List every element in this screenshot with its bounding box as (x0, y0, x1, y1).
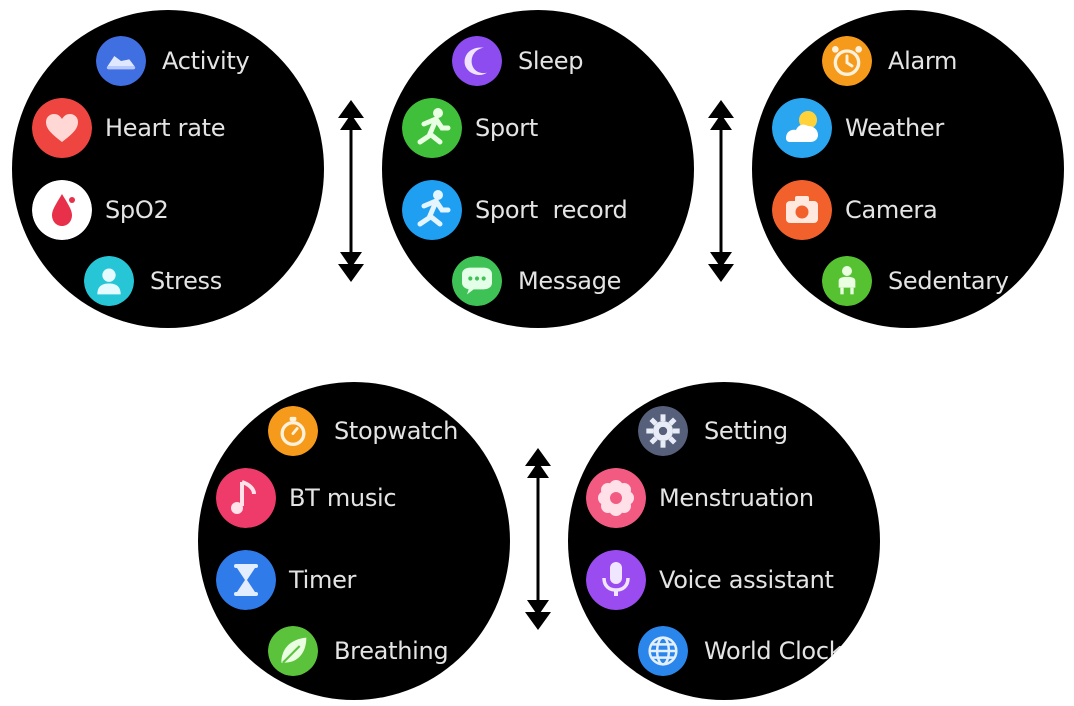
scroll-arrow-3 (523, 446, 553, 632)
alarm-clock-icon (822, 36, 872, 86)
heart-icon (32, 98, 92, 158)
menu-item-label: Setting (704, 417, 788, 445)
menu-item-label: BT music (289, 484, 397, 512)
sun-cloud-icon (772, 98, 832, 158)
runner-record-icon (402, 180, 462, 240)
music-note-icon (216, 468, 276, 528)
camera-icon (772, 180, 832, 240)
menu-item-label: Breathing (334, 637, 449, 665)
menu-item-label: Sleep (518, 47, 584, 75)
menu-item-label: Message (518, 267, 622, 295)
menu-item-label: World Clock (704, 637, 843, 665)
runner-icon (402, 98, 462, 158)
person-icon (84, 256, 134, 306)
stopwatch-icon (268, 406, 318, 456)
menu-item-label: Menstruation (659, 484, 814, 512)
watch-screen-5: Setting Menstruation Voice assistant Wor… (568, 382, 880, 700)
chat-bubble-icon (452, 256, 502, 306)
globe-icon (638, 626, 688, 676)
watch-screen-3: Alarm Weather Camera Sedentary (752, 10, 1064, 328)
watch-screen-1: Activity Heart rate SpO2 Stress (12, 10, 324, 328)
shoe-icon (96, 36, 146, 86)
moon-icon (452, 36, 502, 86)
menu-item-label: Sport record (475, 196, 628, 224)
seated-person-icon (822, 256, 872, 306)
watch-screen-4: Stopwatch BT music Timer Breathing (198, 382, 510, 700)
menu-item-label: Voice assistant (659, 566, 834, 594)
menu-item-label: Sedentary (888, 267, 1009, 295)
menu-item-label: Heart rate (105, 114, 226, 142)
blood-drop-icon (32, 180, 92, 240)
menu-item-label: Timer (289, 566, 357, 594)
menu-item-label: Sport (475, 114, 538, 142)
menu-item-label: Stress (150, 267, 222, 295)
scroll-arrow-2 (706, 98, 736, 284)
menu-item-label: Stopwatch (334, 417, 459, 445)
leaf-icon (268, 626, 318, 676)
hourglass-icon (216, 550, 276, 610)
menu-item-label: Camera (845, 196, 938, 224)
menu-item-label: SpO2 (105, 196, 169, 224)
scroll-arrow-1 (336, 98, 366, 284)
microphone-icon (586, 550, 646, 610)
gear-icon (638, 406, 688, 456)
watch-screen-2: Sleep Sport Sport record Message (382, 10, 694, 328)
menu-item-label: Alarm (888, 47, 958, 75)
flower-icon (586, 468, 646, 528)
menu-item-label: Activity (162, 47, 250, 75)
menu-item-label: Weather (845, 114, 944, 142)
